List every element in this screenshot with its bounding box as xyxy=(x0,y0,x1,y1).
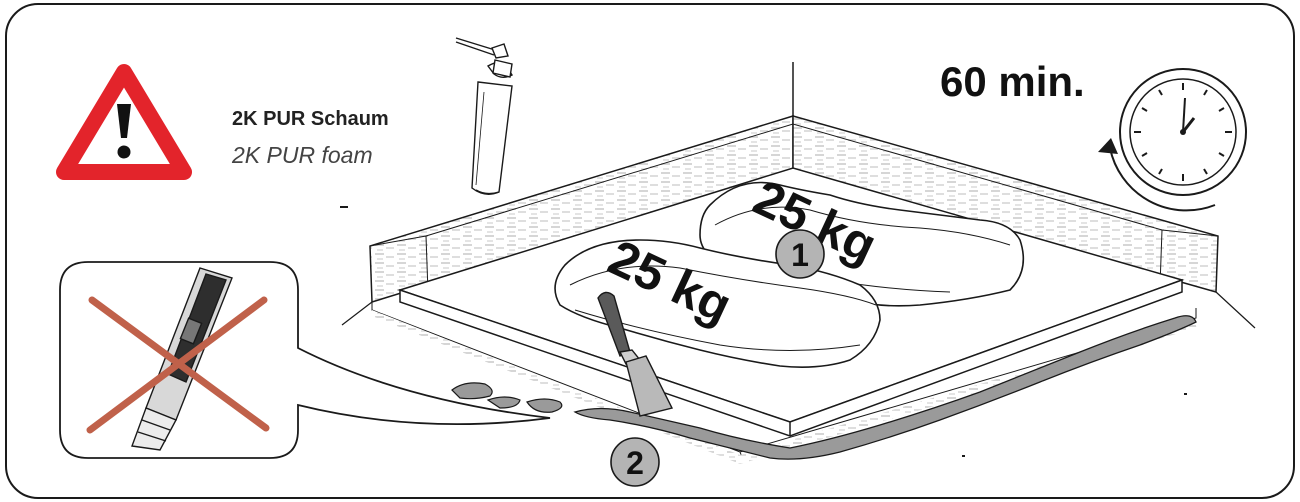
utility-knife-icon xyxy=(131,267,233,451)
foam-spill xyxy=(451,382,563,413)
foam-bead xyxy=(573,315,1197,460)
step-number-2: 2 xyxy=(626,445,644,481)
step-badge-2: 2 xyxy=(610,437,660,487)
clock-icon xyxy=(1098,68,1247,212)
cross-out-icon xyxy=(86,296,270,434)
speck-marks xyxy=(340,206,1187,457)
foam-label-de: 2K PUR Schaum xyxy=(232,108,389,130)
warning-triangle-icon xyxy=(56,64,192,180)
forbidden-tool-bubble xyxy=(59,261,551,459)
foam-label-en: 2K PUR foam xyxy=(231,142,373,168)
curing-time-label: 60 min. xyxy=(940,58,1085,105)
step-number-1: 1 xyxy=(791,237,809,273)
step-badge-1: 1 xyxy=(775,229,825,279)
foam-spray-can-icon xyxy=(455,37,514,195)
room-walls xyxy=(341,62,1256,463)
trowel-icon xyxy=(597,291,674,417)
